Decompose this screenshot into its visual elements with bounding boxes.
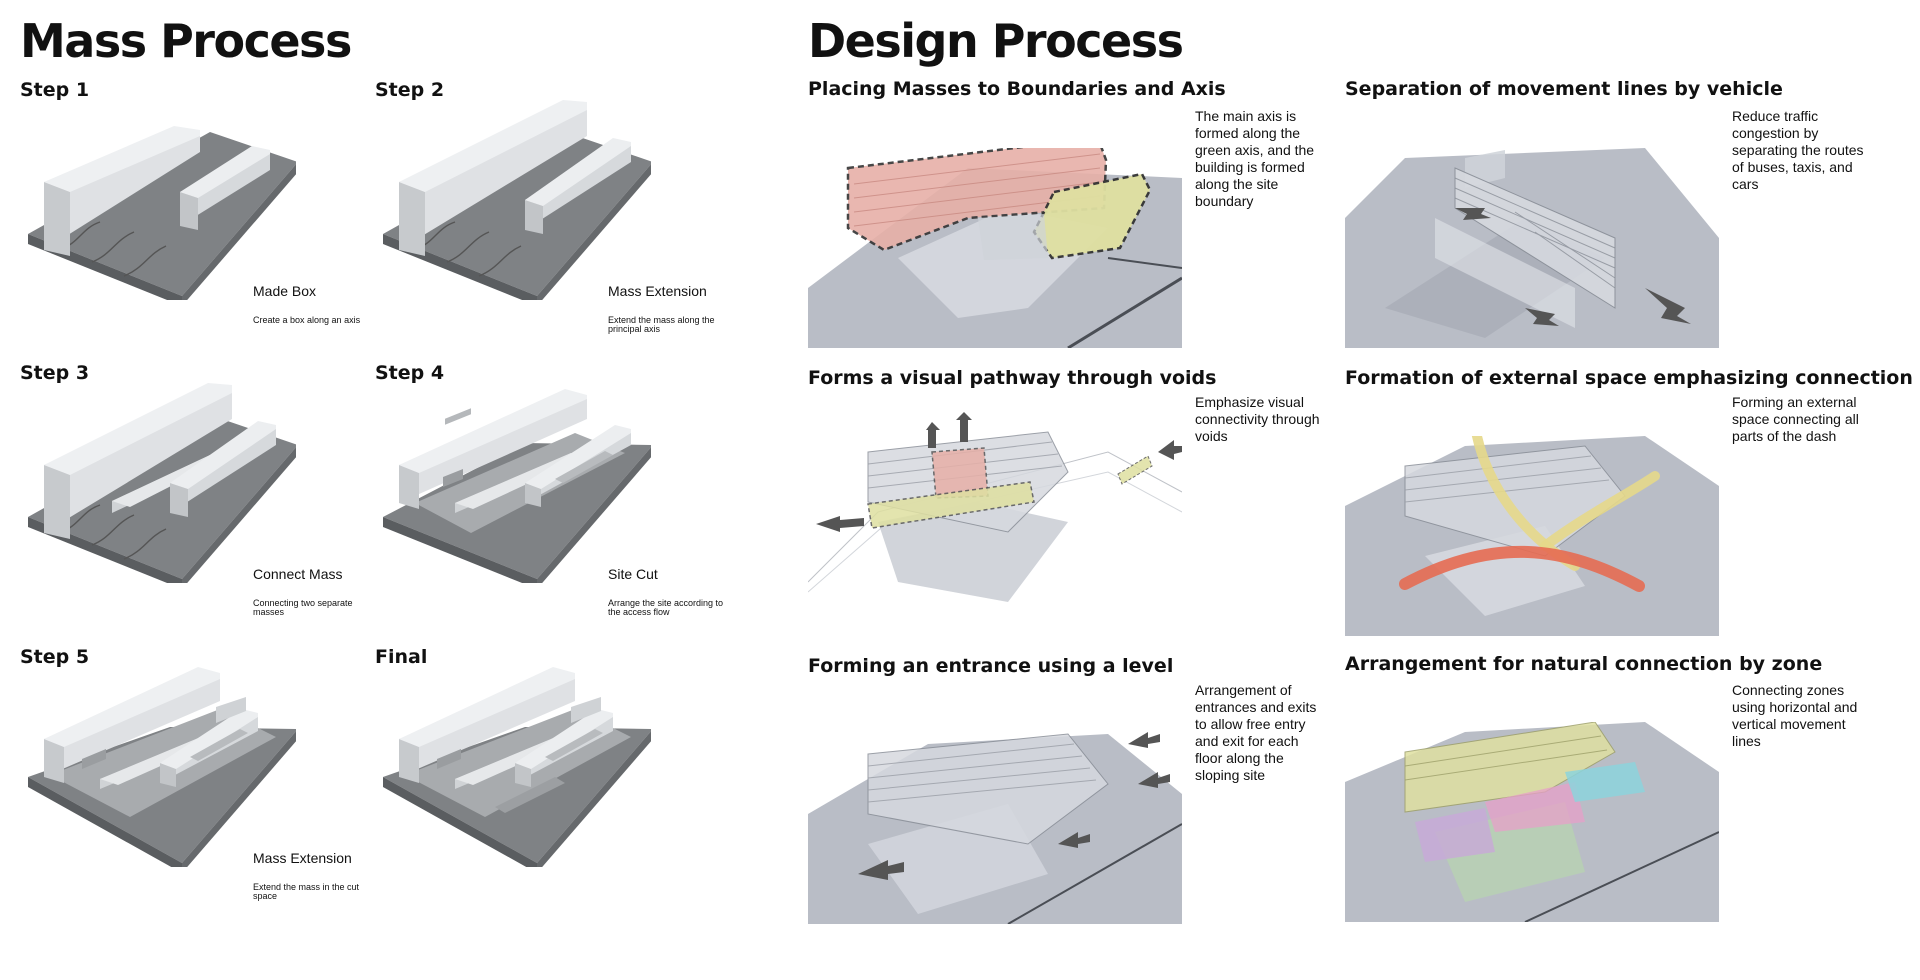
step-5-mass-diagram	[28, 667, 296, 867]
panel-2-diagram	[1345, 148, 1719, 348]
final-mass-diagram	[383, 667, 651, 867]
step-5-desc: Extend the mass in the cut space	[253, 882, 360, 902]
step-3-label: Step 3	[20, 362, 90, 384]
panel-6-diagram	[1345, 722, 1719, 922]
view-arrows	[816, 412, 1182, 532]
step-4-name: Site Cut	[608, 566, 658, 582]
panel-3-text: Emphasize visual connectivity through vo…	[1195, 394, 1320, 445]
step-1-mass-diagram	[28, 126, 296, 300]
panel-3-diagram	[808, 412, 1182, 602]
main-block-front	[44, 130, 200, 250]
pink-mass	[846, 148, 1108, 252]
step-1-name: Made Box	[253, 283, 317, 299]
step-2-label: Step 2	[375, 79, 445, 101]
final-label: Final	[375, 646, 428, 668]
yellow-path-b	[1540, 471, 1660, 551]
step-5-label: Step 5	[20, 646, 90, 668]
purple-zone	[1415, 808, 1495, 862]
step-4-mass-diagram	[383, 389, 651, 583]
panel-4-title: Formation of external space emphasizing …	[1345, 367, 1913, 389]
panel-4-text: Forming an external space connecting all…	[1732, 394, 1859, 445]
step-1-label: Step 1	[20, 79, 90, 101]
mass-process-title: Mass Process	[20, 14, 352, 68]
step-2-desc: Extend the mass along the principal axis	[608, 315, 715, 335]
step-1-desc: Create a box along an axis	[253, 315, 361, 325]
panel-6-title: Arrangement for natural connection by zo…	[1345, 653, 1823, 675]
step-3-name: Connect Mass	[253, 566, 343, 582]
panel-4-diagram	[1345, 436, 1719, 636]
panel-3-title: Forms a visual pathway through voids	[808, 367, 1217, 389]
step-4-label: Step 4	[375, 362, 445, 384]
design-process-title: Design Process	[808, 14, 1184, 68]
panel-5-title: Forming an entrance using a level	[808, 655, 1174, 677]
step-4-desc: Arrange the site according to the access…	[608, 598, 724, 618]
red-path	[1399, 545, 1645, 592]
step-3-mass-diagram	[28, 383, 296, 583]
side-block	[180, 150, 270, 226]
tower-block	[1454, 167, 1616, 309]
yellow-axis	[867, 481, 1035, 529]
panel-6-text: Connecting zones using horizontal and ve…	[1732, 682, 1858, 750]
panel-1-text: The main axis is formed along the green …	[1195, 108, 1315, 210]
vehicle-arrows	[1455, 208, 1691, 326]
step-2-mass-diagram	[383, 100, 651, 300]
step-3-desc: Connecting two separate masses	[253, 598, 353, 618]
panel-1-diagram	[808, 148, 1182, 348]
step-2-name: Mass Extension	[608, 283, 707, 299]
panel-2-text: Reduce traffic congestion by separating …	[1732, 108, 1864, 193]
step-5-name: Mass Extension	[253, 850, 352, 866]
panel-1-title: Placing Masses to Boundaries and Axis	[808, 78, 1226, 100]
magenta-zone	[1485, 782, 1585, 832]
entrance-arrows	[858, 732, 1170, 880]
panel-5-text: Arrangement of entrances and exits to al…	[1195, 682, 1317, 784]
cyan-zone	[1565, 762, 1645, 802]
panel-2-title: Separation of movement lines by vehicle	[1345, 78, 1783, 100]
panel-5-diagram	[808, 732, 1182, 924]
